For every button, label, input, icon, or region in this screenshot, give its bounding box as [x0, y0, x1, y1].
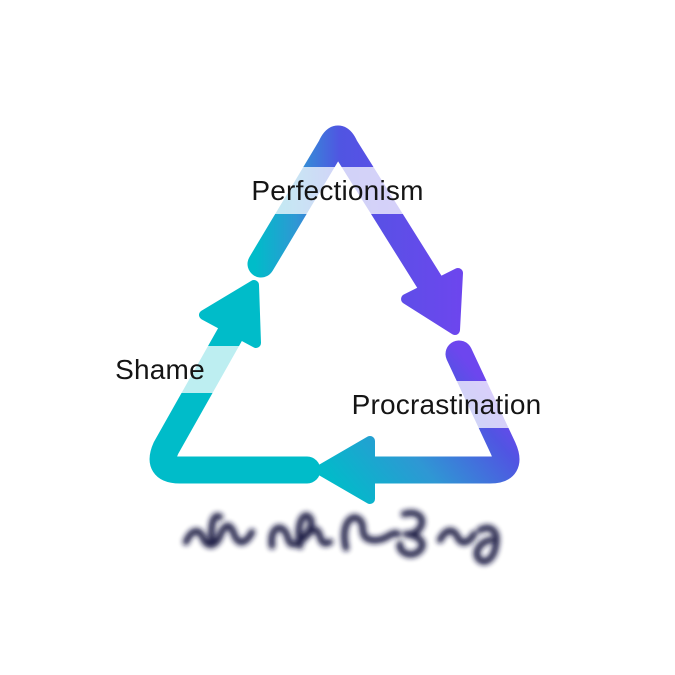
node-label-shame: Shame — [62, 346, 258, 393]
node-label-perfectionism: Perfectionism — [235, 167, 440, 214]
arrow-head-procrastination-to-shame — [315, 436, 375, 504]
arrow-shaft-procrastination-to-shame — [358, 340, 520, 484]
arrow-head-shame-to-perfectionism — [199, 280, 261, 348]
node-label-procrastination: Procrastination — [335, 381, 558, 428]
blurred-watermark-script — [182, 509, 500, 565]
arrow-shaft-shame-to-perfectionism — [149, 317, 321, 484]
arrow-head-perfectionism-to-procrastination — [401, 268, 463, 335]
arrow-shaft-perfectionism-to-procrastination — [247, 126, 446, 300]
